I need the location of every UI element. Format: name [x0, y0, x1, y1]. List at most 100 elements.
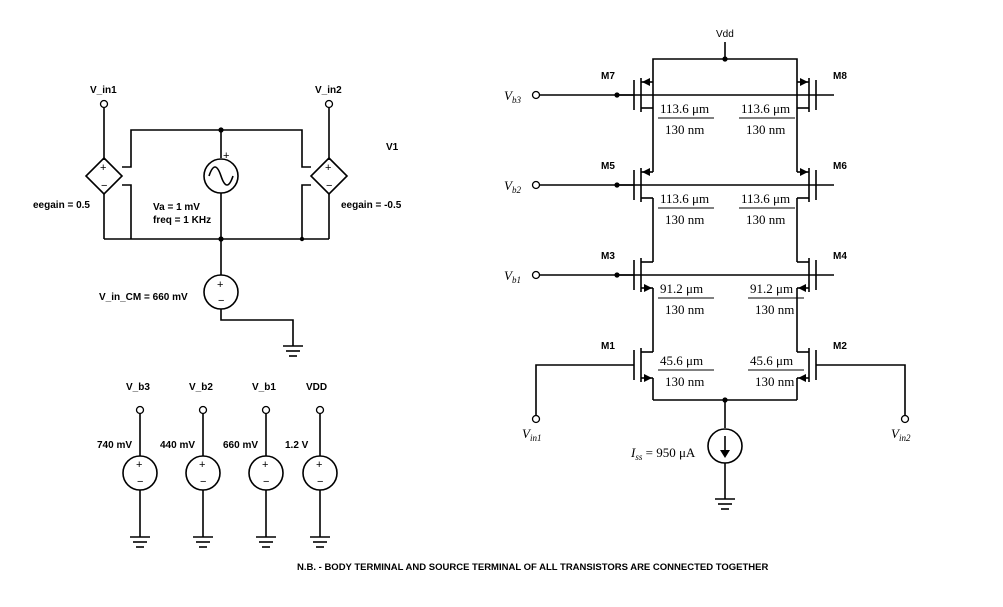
transistor-arrow-icon — [644, 284, 652, 292]
bias-source-4: VDD + − 1.2 V — [285, 382, 338, 548]
bias-terminal-pin[interactable] — [198, 405, 208, 415]
bias-input-label: Vb2 — [504, 178, 521, 195]
ground-icon — [256, 536, 276, 548]
vin2-label: V_in2 — [315, 85, 342, 96]
sine-wave-icon — [208, 166, 234, 186]
ground-icon — [310, 536, 330, 548]
transistor-arrow-icon — [800, 168, 808, 176]
v1-label: V1 — [386, 142, 399, 153]
transistor-arrow-icon — [642, 78, 650, 86]
dc-source-plus: + — [316, 459, 322, 471]
transistor-name: M8 — [833, 71, 847, 82]
device-width: 113.6 μm — [660, 191, 709, 206]
bias-terminal-pin[interactable] — [315, 405, 325, 415]
device-width: 113.6 μm — [741, 191, 790, 206]
bias-source-name: V_b1 — [252, 382, 276, 393]
device-width: 45.6 μm — [750, 353, 793, 368]
ground-icon — [283, 345, 303, 357]
vdd-label: Vdd — [716, 29, 734, 40]
transistor-arrow-icon — [798, 374, 806, 382]
freq-label: freq = 1 KHz — [153, 215, 211, 226]
transistor-name: M3 — [601, 251, 615, 262]
bias-terminal-pin[interactable] — [261, 405, 271, 415]
vcm-label: V_in_CM = 660 mV — [99, 292, 188, 303]
eegain-left-label: eegain = 0.5 — [33, 200, 90, 211]
device-size-fraction: 91.2 μm 130 nm — [748, 281, 804, 317]
iss-label: Iss = 950 μA — [630, 445, 696, 462]
bias-source-2: V_b2+−440 mV — [160, 382, 221, 548]
bias-sources: V_b3+−740 mVV_b2+−440 mVV_b1+−660 mVVDD+… — [97, 382, 338, 548]
vin1-label: Vin1 — [522, 426, 541, 443]
bias-source-value: 1.2 V — [285, 440, 309, 451]
transistor-name: M6 — [833, 161, 847, 172]
bias-source-value: 660 mV — [223, 440, 258, 451]
bias-source-value: 440 mV — [160, 440, 195, 451]
transistor-arrow-icon — [798, 284, 806, 292]
dc-source-plus: + — [199, 459, 205, 471]
transistor-m4: M4 — [797, 251, 847, 292]
vin1-pin[interactable] — [99, 99, 109, 109]
device-length: 130 nm — [665, 212, 704, 227]
vin1-input-pin[interactable] — [531, 414, 541, 424]
vcvs-right-minus: − — [326, 180, 332, 192]
device-width: 45.6 μm — [660, 353, 703, 368]
down-arrow-icon — [720, 436, 730, 458]
device-size-fraction: 91.2 μm 130 nm — [658, 281, 714, 317]
transistor-name: M2 — [833, 341, 847, 352]
ground-icon — [715, 498, 735, 510]
transistor-m8: M8 — [797, 71, 847, 112]
device-width: 91.2 μm — [750, 281, 793, 296]
input-stimulus-circuit: V_in1 V_in2 + − + − + V1 eegain = 0.5 ee… — [33, 85, 402, 357]
bias-source-1: V_b3+−740 mV — [97, 382, 158, 548]
device-length: 130 nm — [746, 212, 785, 227]
transistor-name: M1 — [601, 341, 615, 352]
vin2-pin[interactable] — [324, 99, 334, 109]
device-length: 130 nm — [665, 374, 704, 389]
bias-source-name: VDD — [306, 382, 327, 393]
transistor-name: M5 — [601, 161, 615, 172]
device-length: 130 nm — [755, 374, 794, 389]
bias-source-3: V_b1+−660 mV — [223, 382, 284, 548]
device-size-fraction: 45.6 μm 130 nm — [658, 353, 714, 389]
vcm-minus: − — [218, 295, 224, 307]
device-width: 91.2 μm — [660, 281, 703, 296]
vcm-plus: + — [217, 279, 223, 291]
transistor-m1: M1 — [601, 341, 653, 382]
bias-source-value: 740 mV — [97, 440, 132, 451]
dc-source-plus: + — [136, 459, 142, 471]
transistor-name: M7 — [601, 71, 615, 82]
vcvs-right-plus: + — [325, 162, 331, 174]
bias-terminal-pin[interactable] — [135, 405, 145, 415]
device-size-fraction: 45.6 μm 130 nm — [748, 353, 804, 389]
transistor-m5: M5 — [601, 161, 653, 202]
eegain-right-label: eegain = -0.5 — [341, 200, 402, 211]
dc-source-minus: − — [200, 476, 206, 488]
ground-icon — [193, 536, 213, 548]
device-size-fraction: 113.6 μm 130 nm — [739, 191, 795, 227]
bias-input-pin[interactable] — [531, 90, 541, 100]
bias-input-pin[interactable] — [531, 270, 541, 280]
transistor-arrow-icon — [644, 374, 652, 382]
device-length: 130 nm — [755, 302, 794, 317]
footnote: N.B. - BODY TERMINAL AND SOURCE TERMINAL… — [297, 562, 768, 573]
vin2-input-pin[interactable] — [900, 414, 910, 424]
transistor-m2: M2 — [797, 341, 847, 382]
vcvs-left-minus: − — [101, 180, 107, 192]
vcvs-left-plus: + — [100, 162, 106, 174]
vin1-label: V_in1 — [90, 85, 117, 96]
vin2-label: Vin2 — [891, 426, 911, 443]
dc-source-minus: − — [137, 476, 143, 488]
ground-icon — [130, 536, 150, 548]
ac-source-plus: + — [223, 150, 229, 162]
device-width: 113.6 μm — [741, 101, 790, 116]
dc-source-minus: − — [317, 476, 323, 488]
device-length: 130 nm — [665, 302, 704, 317]
bias-input-label: Vb3 — [504, 88, 521, 105]
device-width: 113.6 μm — [660, 101, 709, 116]
device-length: 130 nm — [665, 122, 704, 137]
bias-input-pin[interactable] — [531, 180, 541, 190]
transistor-name: M4 — [833, 251, 847, 262]
